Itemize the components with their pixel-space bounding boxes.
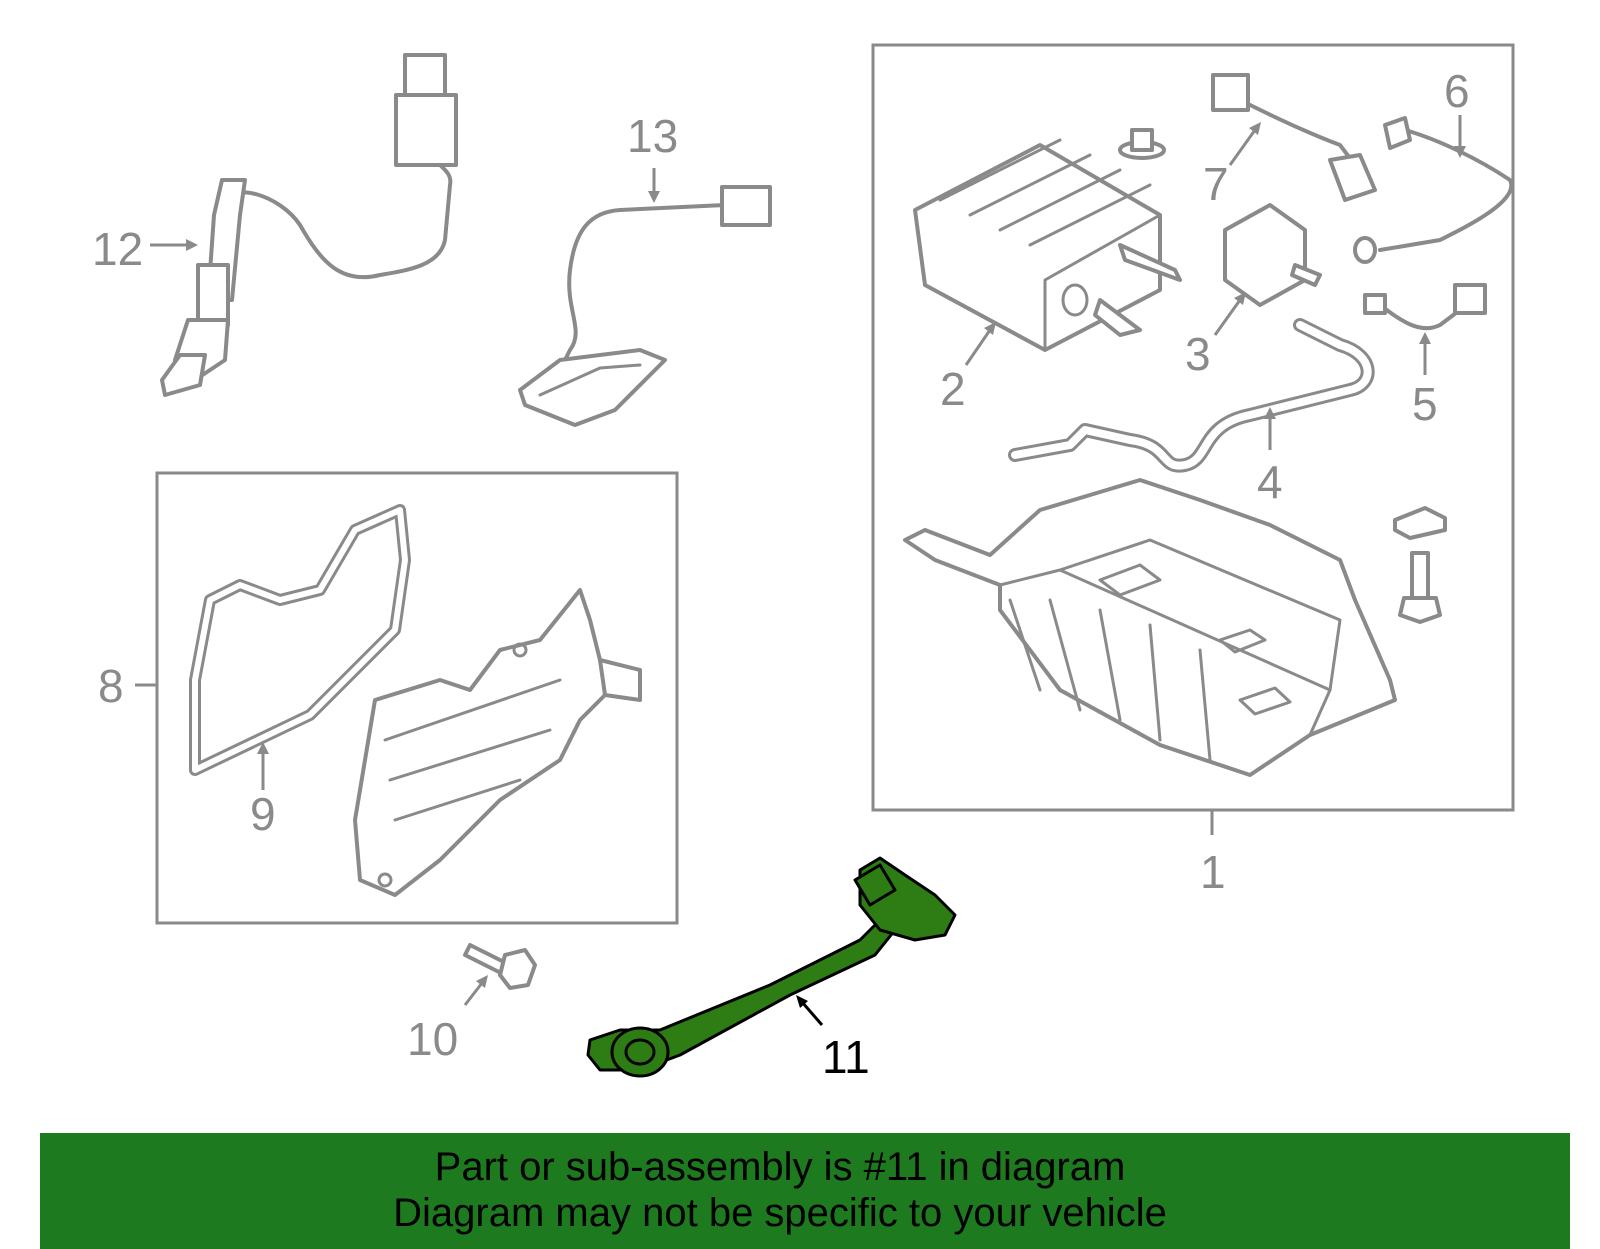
callout-5: 5	[1412, 378, 1438, 430]
part-11-hose[interactable]	[586, 856, 957, 1078]
callout-6: 6	[1444, 65, 1470, 117]
banner-line-1: Part or sub-assembly is #11 in diagram	[434, 1145, 1126, 1189]
callout-8: 8	[98, 660, 124, 712]
part-2-canister[interactable]	[913, 138, 1182, 352]
part-10-bolt[interactable]	[463, 943, 537, 990]
callout-9: 9	[250, 788, 276, 840]
part-13-sensor[interactable]	[518, 185, 772, 427]
part-6-sensor[interactable]	[1353, 116, 1514, 264]
part-4-hose[interactable]	[1008, 318, 1375, 473]
callout-7: 7	[1203, 158, 1229, 210]
assembly-box-1	[871, 43, 1515, 812]
info-banner: Part or sub-assembly is #11 in diagram D…	[40, 1133, 1570, 1249]
assembly-box-8	[155, 471, 679, 925]
part-3-valve[interactable]	[1223, 203, 1322, 307]
part-7-harness[interactable]	[1211, 73, 1377, 202]
canister-tray	[903, 478, 1397, 777]
callout-10: 10	[407, 1013, 458, 1065]
banner-line-2: Diagram may not be specific to your vehi…	[393, 1191, 1167, 1235]
callout-2: 2	[940, 363, 966, 415]
clip-and-bolt	[1393, 506, 1447, 624]
callout-13: 13	[627, 110, 678, 162]
callout-11: 11	[822, 1031, 870, 1083]
part-5-sensor[interactable]	[1363, 283, 1487, 331]
part-8-housing[interactable]	[353, 588, 642, 897]
callout-4: 4	[1257, 456, 1283, 508]
part-12-oxygen-sensor[interactable]	[160, 53, 458, 397]
part-9-gasket[interactable]	[189, 504, 411, 776]
callout-12: 12	[92, 223, 143, 275]
callout-1: 1	[1200, 846, 1226, 898]
leader-arrows	[150, 115, 1466, 1026]
callout-3: 3	[1185, 328, 1211, 380]
grommet	[1118, 128, 1166, 160]
